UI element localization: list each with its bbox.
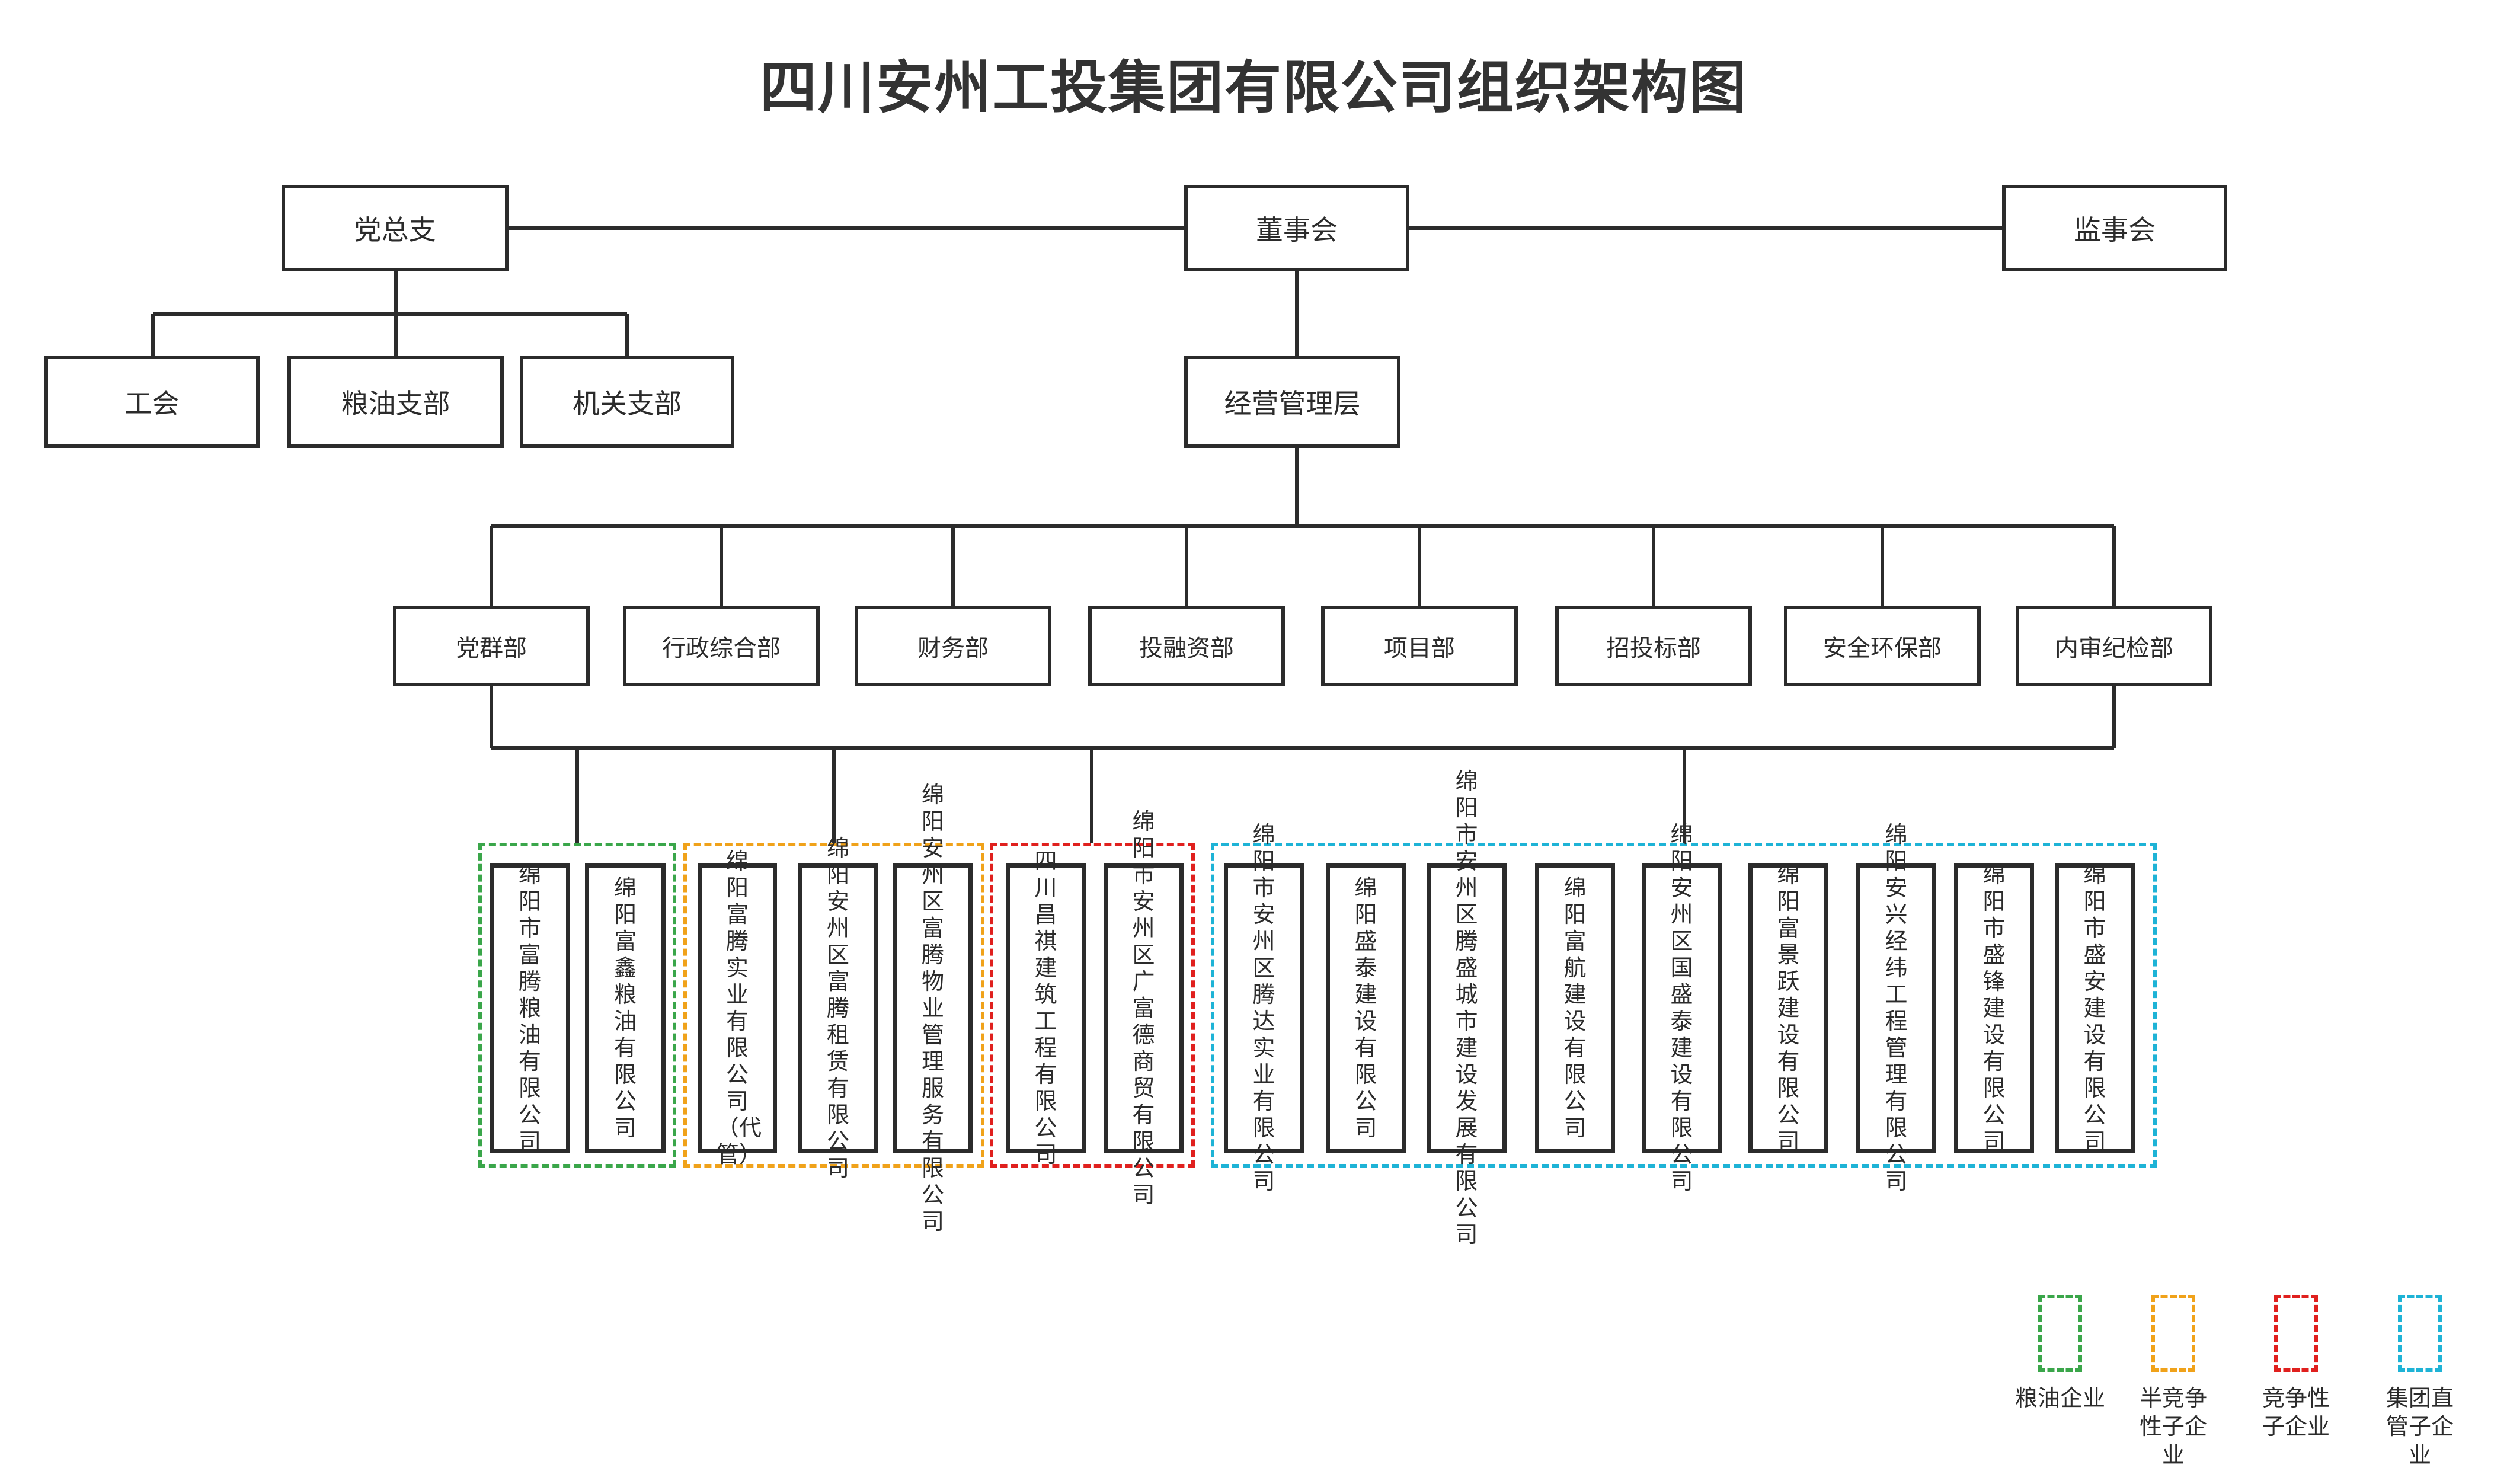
legend-label-direct: 集团直管子企业 <box>2386 1385 2454 1468</box>
company-name: 绵阳安兴经纬工程管理有限公司 <box>1885 821 1908 1194</box>
company-box: 绵阳富景跃建设有限公司 <box>1748 861 1828 1154</box>
company-box: 绵阳市安州区广富德商贸有限公司 <box>1104 808 1184 1208</box>
company-box: 四川昌祺建筑工程有限公司 <box>1006 848 1086 1168</box>
organ-branch-node: 机关支部 <box>520 356 734 448</box>
company-name: 绵阳市盛锋建设有限公司 <box>1982 861 2006 1154</box>
company-name: 绵阳富鑫粮油有限公司 <box>613 875 637 1141</box>
company-name: 绵阳市安州区广富德商贸有限公司 <box>1132 808 1155 1208</box>
department-investment: 投融资部 <box>1088 606 1285 686</box>
department-safety: 安全环保部 <box>1784 606 1981 686</box>
company-name: 四川昌祺建筑工程有限公司 <box>1034 848 1057 1168</box>
company-name: 绵阳市安州区腾盛城市建设发展有限公司 <box>1455 768 1478 1248</box>
company-box: 绵阳市盛安建设有限公司 <box>2055 861 2135 1154</box>
department-bidding: 招投标部 <box>1555 606 1752 686</box>
company-box: 绵阳市盛锋建设有限公司 <box>1954 861 2034 1154</box>
company-name: 绵阳富航建设有限公司 <box>1563 875 1587 1141</box>
company-box: 绵阳安州区富腾租赁有限公司 <box>798 835 878 1181</box>
company-box: 绵阳安州区富腾物业管理服务有限公司 <box>893 782 973 1234</box>
department-finance: 财务部 <box>855 606 1051 686</box>
group-semi-competitive <box>683 843 984 1168</box>
company-name: 绵阳安州区富腾租赁有限公司 <box>826 834 849 1181</box>
group-competitive <box>990 843 1195 1168</box>
board-node: 董事会 <box>1184 185 1409 271</box>
company-box: 绵阳富腾实业有限公司（代管） <box>698 848 777 1168</box>
company-box: 绵阳盛泰建设有限公司 <box>1326 863 1406 1153</box>
group-grain-enterprises <box>478 843 676 1168</box>
legend-label-competitive: 竞争性子企业 <box>2262 1385 2330 1440</box>
group-direct-managed <box>1211 843 2157 1168</box>
company-name: 绵阳富腾实业有限公司（代管） <box>717 848 762 1168</box>
company-box: 绵阳富鑫粮油有限公司 <box>585 863 666 1153</box>
legend-label-grain: 粮油企业 <box>2014 1385 2105 1411</box>
company-box: 绵阳富航建设有限公司 <box>1535 863 1615 1153</box>
company-box: 绵阳市富腾粮油有限公司 <box>490 861 570 1154</box>
company-box: 绵阳安兴经纬工程管理有限公司 <box>1856 821 1936 1194</box>
company-name: 绵阳市富腾粮油有限公司 <box>518 861 541 1154</box>
company-name: 绵阳安州区富腾物业管理服务有限公司 <box>921 781 944 1234</box>
chart-title: 四川安州工投集团有限公司组织架构图 <box>760 54 1747 121</box>
company-name: 绵阳市盛安建设有限公司 <box>2083 861 2106 1154</box>
connectors <box>151 226 2116 843</box>
company-box: 绵阳安州区国盛泰建设有限公司 <box>1642 821 1722 1194</box>
department-admin: 行政综合部 <box>623 606 820 686</box>
supervisory-board-node: 监事会 <box>2002 185 2227 271</box>
party-branch-node: 党总支 <box>282 185 509 271</box>
legend-swatch-semi <box>2151 1295 2195 1372</box>
legend-swatch-direct <box>2398 1295 2442 1372</box>
department-party-mass: 党群部 <box>393 606 590 686</box>
grain-branch-node: 粮油支部 <box>287 356 504 448</box>
company-name: 绵阳市安州区腾达实业有限公司 <box>1252 821 1275 1194</box>
company-box: 绵阳市安州区腾达实业有限公司 <box>1224 821 1304 1194</box>
legend-swatch-competitive <box>2274 1295 2318 1372</box>
department-audit: 内审纪检部 <box>2016 606 2212 686</box>
company-name: 绵阳盛泰建设有限公司 <box>1354 875 1377 1141</box>
company-box: 绵阳市安州区腾盛城市建设发展有限公司 <box>1427 768 1507 1248</box>
company-name: 绵阳富景跃建设有限公司 <box>1777 861 1800 1154</box>
management-node: 经营管理层 <box>1184 356 1400 448</box>
department-project: 项目部 <box>1321 606 1518 686</box>
legend-label-semi: 半竞争性子企业 <box>2139 1385 2207 1468</box>
union-node: 工会 <box>44 356 260 448</box>
company-name: 绵阳安州区国盛泰建设有限公司 <box>1670 821 1693 1194</box>
legend-swatch-grain <box>2038 1295 2082 1372</box>
